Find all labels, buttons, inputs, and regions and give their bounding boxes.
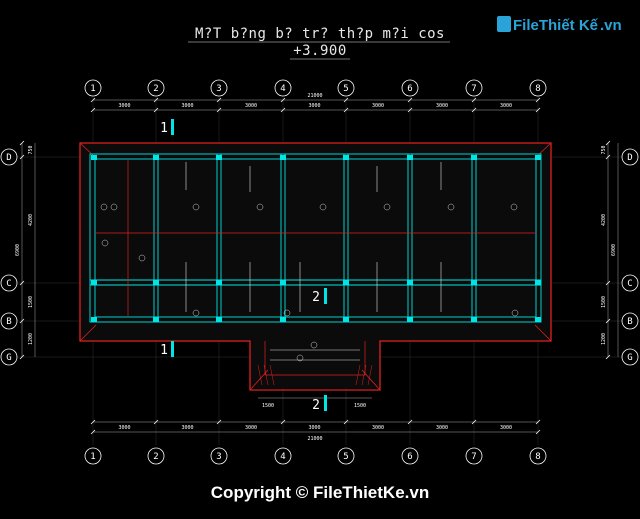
- logo-icon: [497, 16, 511, 32]
- grid-axis-label-6-top: 6: [407, 84, 412, 94]
- top-span-dimension-7: 3000: [500, 103, 512, 109]
- grid-row-label-D-right: D: [627, 153, 632, 163]
- grid-axis-bubble-5-top: [337, 79, 355, 97]
- grid-row-label-B-left: B: [6, 317, 11, 327]
- left-span-dimension-1: 750: [28, 145, 34, 154]
- grid-axis-label-2-top: 2: [153, 84, 158, 94]
- top-span-dimension-3: 3000: [245, 103, 257, 109]
- left-span-dimension-2: 4200: [28, 214, 34, 226]
- grid-axis-label-1-bottom: 1: [90, 452, 95, 462]
- bottom-span-dimension-7: 3000: [500, 425, 512, 431]
- section-marker-top-2: 2: [312, 290, 320, 305]
- bottom-span-dimension-3: 3000: [245, 425, 257, 431]
- section-marker-bottom-1: 1: [160, 343, 168, 358]
- grid-row-bubble-B-right: [621, 312, 639, 330]
- grid-axis-bubble-2-bottom: [147, 447, 165, 465]
- grid-axis-label-6-bottom: 6: [407, 452, 412, 462]
- grid-axis-bubble-4-top: [274, 79, 292, 97]
- top-span-dimension-1: 3000: [118, 103, 130, 109]
- grid-axis-label-7-top: 7: [471, 84, 476, 94]
- grid-axis-label-2-bottom: 2: [153, 452, 158, 462]
- grid-axis-bubble-3-bottom: [210, 447, 228, 465]
- grid-row-label-G-right: G: [627, 353, 632, 363]
- left-span-dimension-4: 1200: [28, 333, 34, 345]
- drawing-title: M?T b?ng b? tr? th?p m?i cos: [195, 26, 445, 42]
- grid-axis-bubble-7-top: [465, 79, 483, 97]
- grid-axis-bubble-4-bottom: [274, 447, 292, 465]
- grid-axis-bubble-2-top: [147, 79, 165, 97]
- section-marker-top-1: 1: [160, 121, 168, 136]
- bottom-total-dimension: 21000: [307, 436, 322, 442]
- stair-dimension-1: 1500: [262, 403, 274, 409]
- top-span-dimension-5: 3000: [372, 103, 384, 109]
- grid-row-label-D-left: D: [6, 153, 11, 163]
- grid-axis-label-4-top: 4: [280, 84, 285, 94]
- right-span-dimension-3: 1500: [601, 296, 607, 308]
- brand-logo: FileThiết Kế .vn: [497, 16, 622, 34]
- logo-suffix: .vn: [600, 17, 622, 34]
- grid-axis-label-5-top: 5: [343, 84, 348, 94]
- section-marker-bottom-2: 2: [312, 398, 320, 413]
- grid-row-label-B-right: B: [627, 317, 632, 327]
- grid-axis-bubble-1-top: [84, 79, 102, 97]
- grid-axis-bubble-3-top: [210, 79, 228, 97]
- bottom-span-dimension-1: 3000: [118, 425, 130, 431]
- grid-axis-label-5-bottom: 5: [343, 452, 348, 462]
- top-span-dimension-4: 3000: [308, 103, 320, 109]
- grid-axis-label-4-bottom: 4: [280, 452, 285, 462]
- grid-axis-bubble-7-bottom: [465, 447, 483, 465]
- left-total-dimension: 6900: [15, 244, 21, 256]
- grid-axis-label-8-top: 8: [535, 84, 540, 94]
- grid-axis-label-7-bottom: 7: [471, 452, 476, 462]
- grid-row-bubble-D-left: [0, 148, 18, 166]
- plan-linework: [18, 96, 622, 445]
- right-span-dimension-4: 1200: [601, 333, 607, 345]
- grid-axis-bubble-6-top: [401, 79, 419, 97]
- grid-axis-label-3-top: 3: [216, 84, 221, 94]
- top-span-dimension-6: 3000: [436, 103, 448, 109]
- grid-axis-bubble-1-bottom: [84, 447, 102, 465]
- bottom-span-dimension-4: 3000: [308, 425, 320, 431]
- left-span-dimension-3: 1500: [28, 296, 34, 308]
- grid-row-bubble-C-left: [0, 274, 18, 292]
- grid-axis-label-3-bottom: 3: [216, 452, 221, 462]
- grid-row-label-C-left: C: [6, 279, 11, 289]
- bottom-span-dimension-2: 3000: [181, 425, 193, 431]
- grid-row-bubble-B-left: [0, 312, 18, 330]
- grid-axis-label-1-top: 1: [90, 84, 95, 94]
- grid-row-bubble-G-right: [621, 348, 639, 366]
- grid-row-label-G-left: G: [6, 353, 11, 363]
- grid-row-bubble-D-right: [621, 148, 639, 166]
- grid-row-bubble-G-left: [0, 348, 18, 366]
- grid-axis-bubble-8-bottom: [529, 447, 547, 465]
- top-total-dimension: 21000: [307, 93, 322, 99]
- bottom-span-dimension-6: 3000: [436, 425, 448, 431]
- right-span-dimension-2: 4200: [601, 214, 607, 226]
- stair-dimension-2: 1500: [354, 403, 366, 409]
- top-span-dimension-2: 3000: [181, 103, 193, 109]
- grid-axis-bubble-8-top: [529, 79, 547, 97]
- grid-axis-bubble-6-bottom: [401, 447, 419, 465]
- copyright-text: Copyright © FileThietKe.vn: [211, 483, 429, 502]
- grid-axis-label-8-bottom: 8: [535, 452, 540, 462]
- grid-row-bubble-C-right: [621, 274, 639, 292]
- grid-axis-bubble-5-bottom: [337, 447, 355, 465]
- bottom-span-dimension-5: 3000: [372, 425, 384, 431]
- right-span-dimension-1: 750: [601, 145, 607, 154]
- drawing-elevation: +3.900: [293, 43, 347, 59]
- grid-row-label-C-right: C: [627, 279, 632, 289]
- logo-text: FileThiết Kế: [513, 17, 599, 34]
- right-total-dimension: 6900: [611, 244, 617, 256]
